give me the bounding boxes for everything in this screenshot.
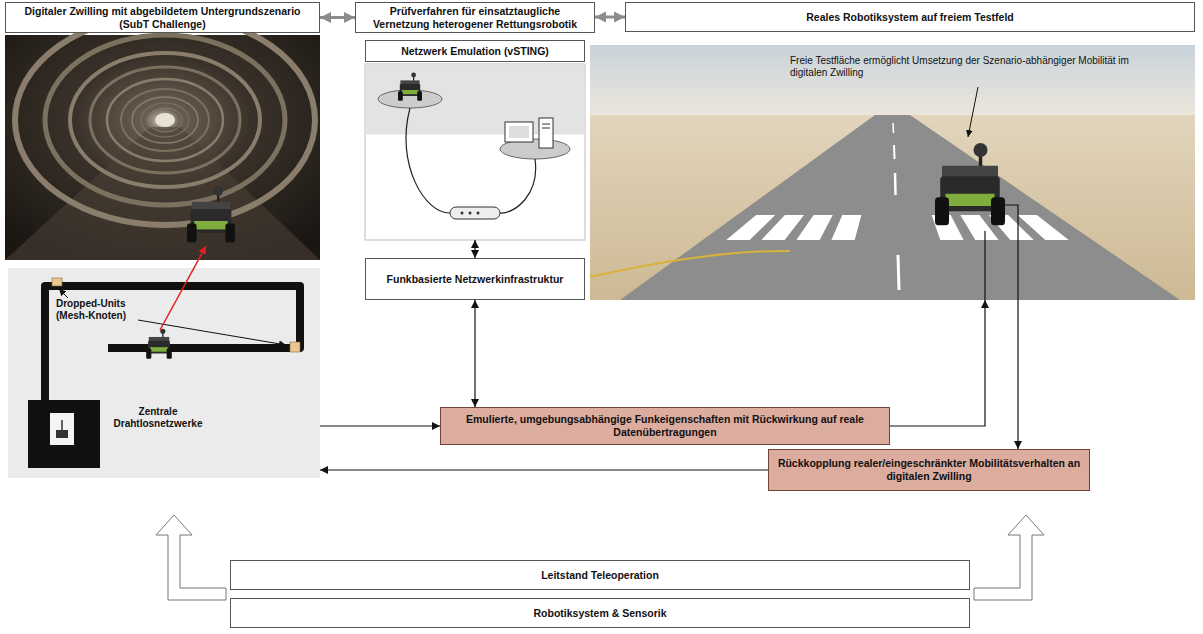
connector-arrow	[474, 240, 475, 258]
test-field-picture	[968, 87, 978, 137]
box-label: Leitstand Teleoperation	[541, 569, 659, 582]
tunnel-picture	[148, 108, 182, 132]
tunnel-picture	[70, 53, 260, 187]
network-emulation-picture	[505, 122, 533, 142]
tunnel-picture	[132, 97, 198, 143]
test-field-picture	[590, 45, 1195, 115]
title-box: Prüfverfahren für einsatztaugliche Verne…	[355, 2, 595, 33]
note-text: Dropped-Units (Mesh-Knoten)	[56, 298, 140, 322]
connector-arrow	[1017, 300, 1018, 449]
network-emulation-picture	[477, 212, 480, 215]
network-emulation-picture	[398, 73, 422, 101]
connector-arrow	[320, 16, 355, 19]
network-emulation-picture	[539, 118, 553, 148]
network-emulation-picture	[469, 212, 472, 215]
test-field-picture	[620, 115, 1180, 300]
box-label: Funkbasierte Netzwerkinfrastruktur	[387, 273, 564, 286]
tunnel-map-picture	[52, 278, 62, 286]
network-emulation-picture	[365, 64, 585, 240]
emulation-panel: Netzwerk Emulation (vSTING)	[365, 40, 585, 240]
tunnel-picture	[107, 79, 223, 161]
tunnel-map-picture	[56, 430, 68, 438]
test-field-picture	[761, 215, 804, 240]
note-text: Zentrale Drahtlosnetzwerke	[106, 406, 210, 430]
tunnel-map-picture	[45, 286, 300, 403]
tunnel-picture	[5, 15, 320, 260]
tunnel-map-picture	[146, 329, 172, 359]
test-field-picture	[935, 143, 1005, 225]
tunnel-map-picture	[8, 268, 320, 478]
network-emulation-picture	[461, 212, 464, 215]
note-text: Freie Testfläche ermöglicht Umsetzung de…	[790, 55, 1130, 79]
test-field-picture	[590, 115, 1195, 300]
box-label: Robotiksystem & Sensorik	[533, 607, 666, 620]
test-field-picture	[1000, 205, 1018, 300]
red-link-line	[160, 246, 206, 330]
network-emulation-picture	[406, 108, 450, 213]
box-label: Reales Robotiksystem auf freiem Testfeld	[806, 11, 1014, 24]
tunnel-picture	[155, 113, 175, 127]
tunnel-picture	[45, 35, 285, 205]
process-box: Funkbasierte Netzwerkinfrastruktur	[365, 258, 585, 300]
box-label: Prüfverfahren für einsatztaugliche Verne…	[362, 5, 588, 30]
panel-heading: Netzwerk Emulation (vSTING)	[365, 40, 585, 62]
tunnel-picture	[141, 103, 189, 137]
network-emulation-picture	[500, 159, 536, 213]
hollow-arrow	[974, 515, 1044, 600]
highlight-box: Emulierte, umgebungsabhängige Funkeigens…	[440, 407, 890, 445]
tunnel-map-picture	[290, 342, 300, 352]
tunnel-picture	[90, 67, 240, 173]
test-field-picture	[796, 215, 832, 240]
tunnel-picture	[121, 89, 209, 151]
layer-bar: Robotiksystem & Sensorik	[230, 598, 970, 628]
connector-arrow	[320, 425, 440, 426]
layer-bar: Leitstand Teleoperation	[230, 560, 970, 590]
test-field-picture	[984, 231, 985, 300]
connector-arrow	[890, 300, 985, 426]
tunnel-map-picture	[59, 289, 68, 298]
highlight-box: Rückkopplung realer/eingeschränkter Mobi…	[768, 449, 1090, 491]
test-field-picture	[894, 173, 897, 195]
connector-arrow	[320, 469, 768, 470]
tunnel-map-picture	[8, 268, 320, 478]
tunnel-map-picture	[50, 413, 74, 445]
title-box: Reales Robotiksystem auf freiem Testfeld	[625, 2, 1195, 32]
test-field-picture	[590, 45, 1195, 300]
network-emulation-picture	[542, 128, 550, 129]
test-field-picture	[831, 215, 861, 240]
network-emulation-picture	[509, 126, 529, 138]
test-field-panel: Freie Testfläche ermöglicht Umsetzung de…	[590, 45, 1195, 300]
network-emulation-picture	[365, 64, 585, 240]
tunnel-picture	[187, 186, 235, 242]
test-field-picture	[892, 123, 894, 133]
test-field-picture	[590, 251, 790, 277]
tunnel-map-picture	[28, 400, 100, 468]
tunnel-map-picture	[61, 420, 63, 430]
hollow-arrow	[156, 515, 226, 600]
connector-arrow	[474, 300, 475, 407]
box-label: Rückkopplung realer/eingeschränkter Mobi…	[775, 457, 1083, 482]
test-field-picture	[898, 255, 899, 290]
connector-arrow	[595, 16, 625, 19]
tunnel-picture	[15, 15, 315, 225]
tunnel-map-panel: Dropped-Units (Mesh-Knoten) Zentrale Drah…	[8, 268, 320, 478]
title-box: Digitaler Zwilling mit abgebildetem Unte…	[5, 2, 320, 33]
network-emulation-picture	[542, 124, 550, 125]
network-emulation-picture	[450, 207, 500, 219]
test-field-picture	[1018, 215, 1069, 240]
test-field-picture	[893, 145, 896, 159]
box-label: Digitaler Zwilling mit abgebildetem Unte…	[12, 5, 313, 30]
box-label: Emulierte, umgebungsabhängige Funkeigens…	[447, 413, 883, 438]
